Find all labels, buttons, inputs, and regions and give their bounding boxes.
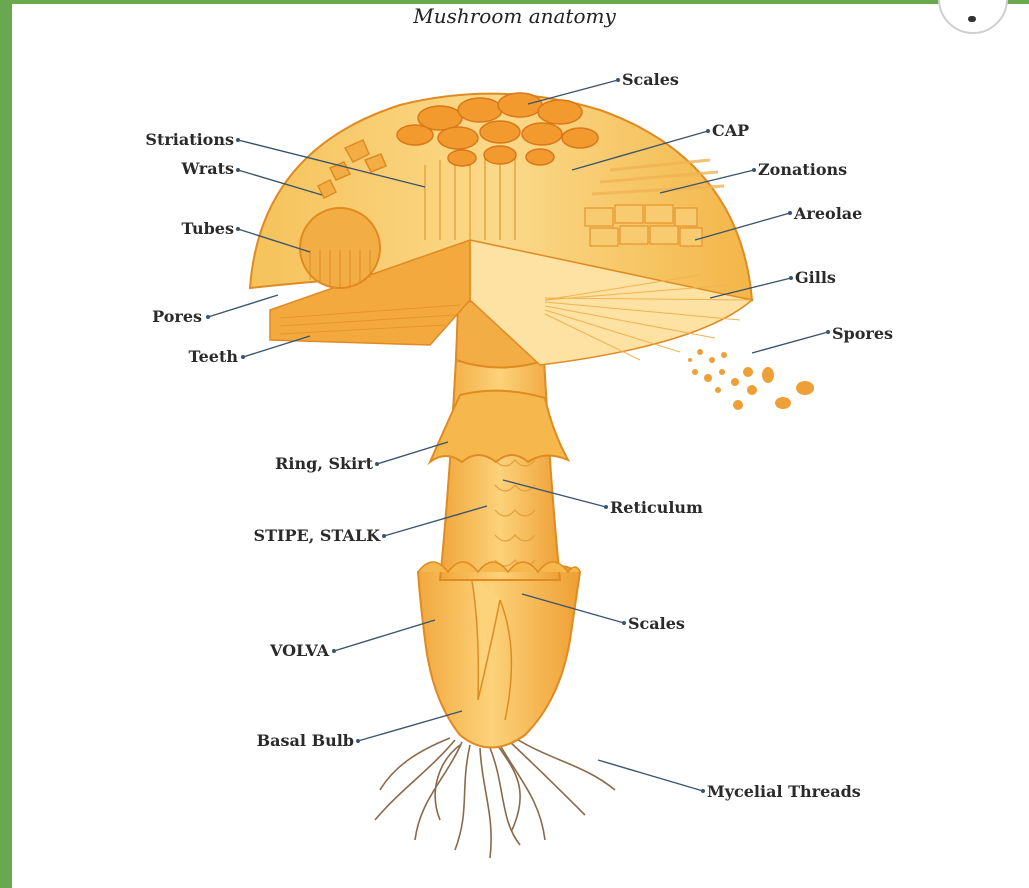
label-mycelial-threads: Mycelial Threads xyxy=(707,782,861,801)
label-zonations: Zonations xyxy=(758,160,847,179)
mycelial-threads xyxy=(375,738,615,858)
label-spores: Spores xyxy=(832,324,893,343)
volva-shape xyxy=(418,564,580,748)
label-wrats: Wrats xyxy=(181,159,234,178)
label-cap: CAP xyxy=(712,121,749,140)
label-tubes: Tubes xyxy=(182,219,234,238)
label-striations: Striations xyxy=(145,130,234,149)
label-volva: VOLVA xyxy=(269,641,330,660)
label-scales-bottom: Scales xyxy=(628,614,685,633)
label-stipe-stalk: STIPE, STALK xyxy=(254,526,382,545)
label-basal-bulb: Basal Bulb xyxy=(257,731,354,750)
spores xyxy=(688,349,814,410)
label-pores: Pores xyxy=(152,307,202,326)
label-areolae: Areolae xyxy=(793,204,862,223)
label-ring-skirt: Ring, Skirt xyxy=(275,454,373,473)
label-scales-top: Scales xyxy=(622,70,679,89)
label-reticulum: Reticulum xyxy=(610,498,703,517)
label-gills: Gills xyxy=(795,268,836,287)
label-teeth: Teeth xyxy=(189,347,239,366)
